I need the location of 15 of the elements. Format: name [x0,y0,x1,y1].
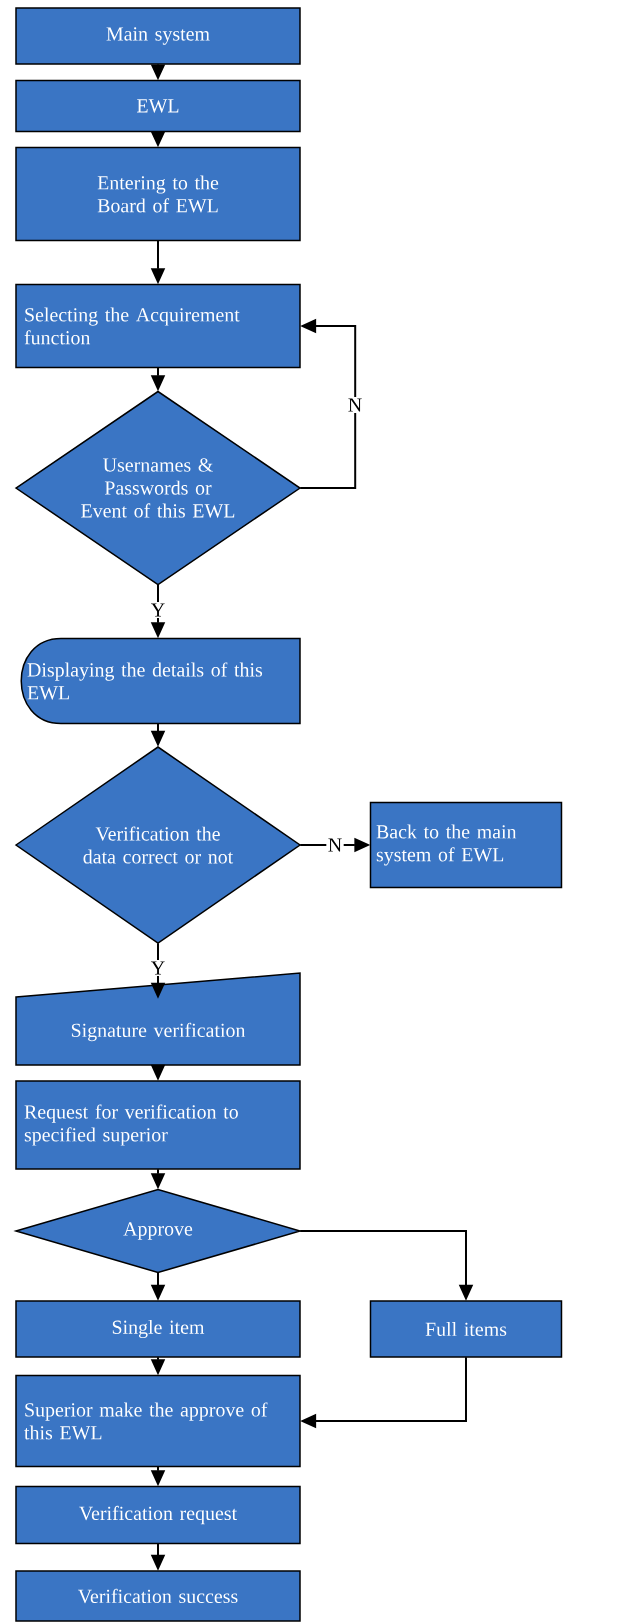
edge-label: Y [149,602,167,619]
process-box: EWL [15,79,301,133]
edge-label: Y [149,960,167,977]
process-box: Selecting the Acquirement function [15,283,301,369]
process-box: Single item [15,1300,301,1358]
process-box: Superior make the approve of this EWL [15,1374,301,1468]
process-box: Full items [369,1300,563,1358]
process-box: Main system [15,7,301,65]
edge-label: N [326,837,344,854]
process-box: Entering to the Board of EWL [15,146,301,242]
edge-label: N [346,397,364,414]
process-box: Back to the main system of EWL [369,801,563,889]
process-box: Request for verification to specified superior [15,1080,301,1170]
process-box: Verification success [15,1570,301,1622]
process-box: Verification request [15,1485,301,1545]
